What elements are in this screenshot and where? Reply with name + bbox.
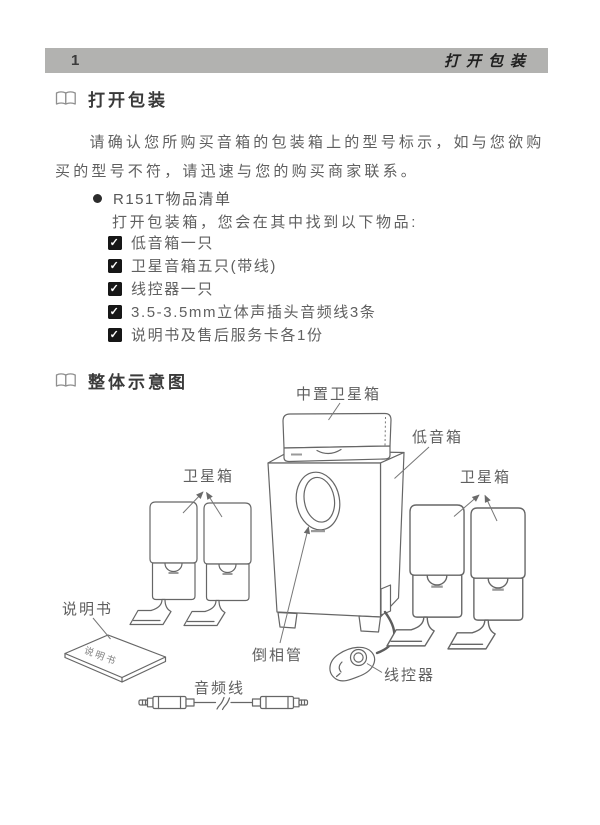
checklist-item-label: 3.5-3.5mm立体声插头音频线3条 <box>131 304 377 321</box>
checkbox-checked-icon: ✓ <box>108 304 122 319</box>
section-title-overview: 整体示意图 <box>88 373 188 392</box>
checklist-item-label: 说明书及售后服务卡各1份 <box>131 327 324 344</box>
label-audio-cable: 音频线 <box>194 680 246 697</box>
center-satellite-drawing <box>282 412 392 463</box>
label-right-satellites: 卫星箱 <box>460 469 512 486</box>
bass-port-drawing <box>295 471 341 531</box>
right-satellite-drawing <box>447 507 526 650</box>
checklist-item: ✓ 说明书及售后服务卡各1份 <box>108 323 376 346</box>
checkbox-checked-icon: ✓ <box>108 327 122 342</box>
page-number: 1 <box>71 52 80 69</box>
label-bass-port: 倒相管 <box>252 647 304 664</box>
remote-cable-drawing <box>375 610 396 655</box>
packing-checklist: ✓ 低音箱一只 ✓ 卫星音箱五只(带线) ✓ 线控器一只 ✓ 3.5-3.5mm… <box>108 231 376 346</box>
label-remote: 线控器 <box>384 667 436 684</box>
checklist-item-label: 线控器一只 <box>131 281 215 298</box>
checklist-item: ✓ 线控器一只 <box>108 277 376 300</box>
checklist-item-label: 低音箱一只 <box>131 235 215 252</box>
checkbox-checked-icon: ✓ <box>108 281 122 296</box>
book-icon <box>55 372 77 389</box>
left-satellite-drawing <box>129 501 198 626</box>
page-header-bar: 1 打开包装 <box>45 48 548 73</box>
checkbox-checked-icon: ✓ <box>108 258 122 273</box>
label-left-satellites: 卫星箱 <box>183 468 235 485</box>
label-subwoofer: 低音箱 <box>412 429 464 446</box>
bullet-icon <box>93 194 102 203</box>
left-satellite-drawing <box>183 502 252 627</box>
chapter-title: 打开包装 <box>443 52 532 70</box>
checklist-item-label: 卫星音箱五只(带线) <box>131 258 277 275</box>
section-unpacking-heading: 打开包装 <box>55 86 168 111</box>
checklist-item: ✓ 卫星音箱五只(带线) <box>108 254 376 277</box>
section-overview-heading: 整体示意图 <box>55 368 188 393</box>
remote-drawing <box>329 646 376 682</box>
subwoofer-drawing <box>267 449 405 633</box>
checklist-item: ✓ 3.5-3.5mm立体声插头音频线3条 <box>108 300 376 323</box>
manual-cover-text: 说明书 <box>82 644 119 668</box>
audio-cable-drawing <box>138 695 309 711</box>
item-list-heading-row: R151T物品清单 <box>93 188 232 209</box>
label-manual: 说明书 <box>62 601 114 618</box>
section-title-unpacking: 打开包装 <box>88 91 168 110</box>
checklist-item: ✓ 低音箱一只 <box>108 231 376 254</box>
right-satellite-drawing <box>386 504 465 647</box>
item-list-intro: 打开包装箱，您会在其中找到以下物品: <box>112 214 418 231</box>
intro-paragraph: 请确认您所购买音箱的包装箱上的型号标示，如与您欲购买的型号不符，请迅速与您的购买… <box>55 134 545 180</box>
item-list-heading: R151T物品清单 <box>113 191 232 208</box>
manual-booklet-drawing: 说明书 <box>64 634 167 683</box>
checkbox-checked-icon: ✓ <box>108 235 122 250</box>
book-icon <box>55 90 77 107</box>
label-center-satellite: 中置卫星箱 <box>296 386 382 403</box>
